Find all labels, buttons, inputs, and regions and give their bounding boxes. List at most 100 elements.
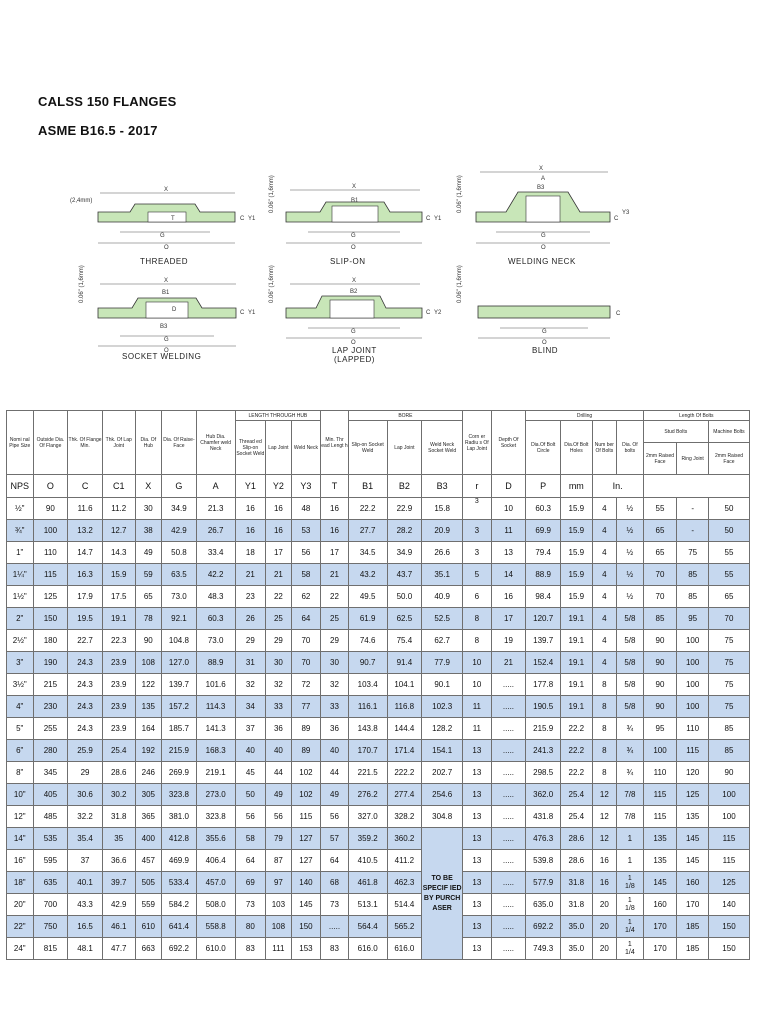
welding-neck-label: WELDING NECK — [508, 257, 576, 266]
table-cell: 508.0 — [195, 893, 236, 916]
table-cell: 150 — [290, 915, 322, 938]
table-cell: 13 — [462, 783, 492, 806]
table-cell: 74.6 — [347, 629, 388, 652]
table-cell: 635 — [32, 871, 69, 894]
table-cell: ..... — [490, 805, 527, 828]
table-cell: 75 — [707, 695, 751, 718]
table-cell: 75.4 — [386, 629, 423, 652]
table-cell: 135 — [134, 695, 163, 718]
table-cell: 61.9 — [347, 607, 388, 630]
table-cell: ..... — [490, 695, 527, 718]
table-cell: 145 — [290, 893, 322, 916]
table-cell: 360.2 — [386, 827, 423, 850]
table-cell: 8" — [6, 761, 34, 784]
symbol-cell: G — [161, 474, 197, 498]
header-stud-bolts: Stud Bolts — [642, 420, 709, 443]
svg-text:C: C — [426, 216, 431, 222]
table-cell: 4 — [591, 585, 618, 608]
table-cell: 55 — [707, 563, 751, 586]
symbol-blank — [642, 474, 751, 498]
table-cell: 32.2 — [67, 805, 103, 828]
symbol-cell: C1 — [101, 474, 136, 498]
table-cell: 89 — [290, 739, 322, 762]
svg-text:G: G — [351, 329, 356, 335]
table-cell: 116.8 — [386, 695, 423, 718]
table-cell: 558.8 — [195, 915, 236, 938]
table-cell: 28.2 — [386, 519, 423, 542]
table-cell: 22.2 — [560, 761, 593, 784]
table-cell: 69.9 — [525, 519, 561, 542]
table-cell: 26.6 — [421, 541, 464, 564]
table-cell: 73.0 — [161, 585, 197, 608]
table-cell: 13 — [490, 541, 527, 564]
header-length-bolts-group: Length Of Bolts — [642, 410, 751, 421]
table-cell: 22.2 — [560, 717, 593, 740]
table-cell: 202.7 — [421, 761, 464, 784]
table-cell: 345 — [32, 761, 69, 784]
svg-text:0.06" (1,6mm): 0.06" (1,6mm) — [79, 265, 85, 303]
table-cell: 323.8 — [161, 783, 197, 806]
svg-text:G: G — [541, 233, 546, 239]
table-cell: 88.9 — [525, 563, 561, 586]
table-cell: 145 — [642, 871, 678, 894]
table-cell: 90.7 — [347, 651, 388, 674]
table-cell: 89 — [290, 717, 322, 740]
table-cell: 150 — [707, 915, 751, 938]
table-cell: 24.3 — [67, 651, 103, 674]
table-cell: 95 — [642, 717, 678, 740]
table-cell: 192 — [134, 739, 163, 762]
table-cell: 62 — [290, 585, 322, 608]
table-cell: 5/8 — [616, 673, 644, 696]
table-cell: 11.6 — [67, 497, 103, 520]
table-cell: 50 — [234, 783, 267, 806]
header-length-group: LENGTH THROUGH HUB — [234, 410, 322, 421]
table-cell: 40 — [234, 739, 267, 762]
table-cell: 4 — [591, 541, 618, 564]
table-cell: 143.8 — [347, 717, 388, 740]
symbol-cell: r — [462, 474, 492, 498]
table-cell: 535 — [32, 827, 69, 850]
table-cell: ..... — [490, 893, 527, 916]
table-cell: 23.9 — [101, 695, 136, 718]
table-cell: 177.8 — [525, 673, 561, 696]
table-cell: 8 — [462, 629, 492, 652]
table-cell: 5/8 — [616, 695, 644, 718]
table-cell: 12 — [591, 805, 618, 828]
threaded-label: THREADED — [140, 257, 188, 266]
symbol-cell: In. — [591, 474, 644, 498]
table-cell: 58 — [234, 827, 267, 850]
table-cell: 42.2 — [195, 563, 236, 586]
svg-text:C: C — [616, 311, 621, 317]
table-cell: 14 — [490, 563, 527, 586]
table-cell: 26.7 — [195, 519, 236, 542]
table-cell: 254.6 — [421, 783, 464, 806]
table-cell: 485 — [32, 805, 69, 828]
header-lap: Lap Joint — [265, 420, 292, 475]
blind-label: BLIND — [532, 346, 558, 355]
svg-text:B3: B3 — [160, 324, 168, 330]
svg-text:Y1: Y1 — [248, 216, 256, 222]
table-cell: 97 — [265, 871, 292, 894]
table-cell: 48.3 — [195, 585, 236, 608]
table-cell: 533.4 — [161, 871, 197, 894]
table-cell: 69 — [234, 871, 267, 894]
spec-table: Nomi nal Pipe Size Outside Dia. Of Flang… — [6, 410, 751, 960]
svg-text:B2: B2 — [350, 289, 358, 295]
table-cell: 125 — [32, 585, 69, 608]
table-cell: 23.9 — [101, 651, 136, 674]
table-cell: 90 — [134, 629, 163, 652]
table-cell: 100 — [676, 695, 709, 718]
table-cell: 12 — [591, 827, 618, 850]
table-cell: 22.2 — [560, 739, 593, 762]
table-cell: 35.4 — [67, 827, 103, 850]
table-cell: 276.2 — [347, 783, 388, 806]
spec-table-wrap: Nomi nal Pipe Size Outside Dia. Of Flang… — [6, 410, 751, 960]
table-cell: 30 — [320, 651, 349, 674]
header-dia-hub: Dia. Of Hub — [134, 410, 163, 475]
table-cell: 305 — [134, 783, 163, 806]
table-cell: ..... — [490, 871, 527, 894]
